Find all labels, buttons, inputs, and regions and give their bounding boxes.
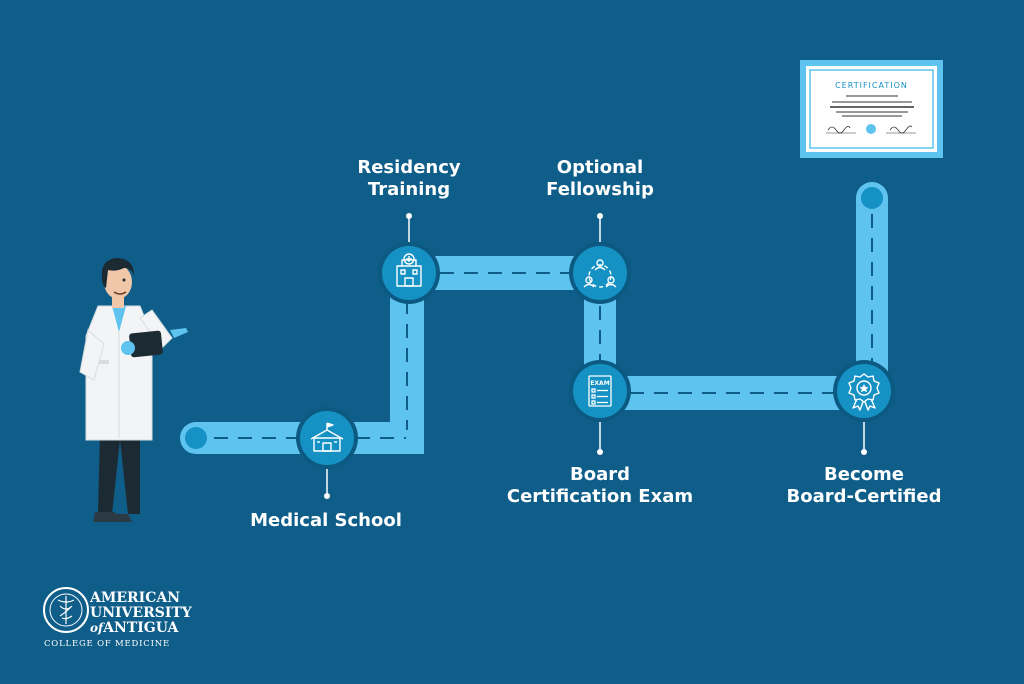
node-fellowship [569,242,631,304]
node-medical-school [296,407,358,469]
award-badge-icon [848,373,880,411]
label-residency: Residency Training [309,157,509,201]
connector-dots [324,213,867,499]
label-line: Certification Exam [506,486,694,507]
logo-line-2: UNIVERSITY [90,605,193,621]
caduceus-icon [57,596,75,624]
label-line: Residency [357,157,461,178]
node-certified [833,360,895,422]
label-line: Training [367,179,451,200]
label-line: Board-Certified [786,486,942,507]
road-start-dot [185,427,207,449]
road-path [180,182,888,454]
label-line: Optional [556,157,644,178]
node-exam: EXAM [569,360,631,422]
label-fellowship: Optional Fellowship [500,157,700,201]
doctor-illustration [79,258,188,522]
label-exam: Board Certification Exam [480,464,720,508]
logo-line-3-main: ANTIGUA [102,620,179,636]
network-people-icon [583,259,617,288]
logo-line-4: COLLEGE OF MEDICINE [44,639,170,649]
hospital-icon [396,253,422,287]
road-end-dot [861,187,883,209]
certificate-text-lines [830,95,914,117]
label-medical-school: Medical School [226,510,426,532]
logo-line-3-prefix: of [90,621,105,635]
logo-line-1: AMERICAN [89,590,180,606]
label-certified: Become Board-Certified [754,464,974,508]
label-line: Become [824,464,904,485]
exam-document-icon: EXAM [588,375,612,407]
label-line: Board [570,464,630,485]
logo-seal [43,587,89,633]
certificate-seal [866,124,876,134]
label-connectors [326,216,865,496]
certificate-title: CERTIFICATION [835,81,908,90]
node-residency [378,242,440,304]
label-line: Fellowship [546,179,654,200]
logo-line-3: ofANTIGUA [90,620,180,636]
certificate-frame: CERTIFICATION [800,60,943,158]
university-logo: AMERICAN UNIVERSITY ofANTIGUA COLLEGE OF… [43,587,193,649]
road-dashes [214,214,873,439]
label-line: Medical School [250,510,402,531]
svg-text:EXAM: EXAM [590,380,609,387]
school-building-icon [310,422,344,452]
